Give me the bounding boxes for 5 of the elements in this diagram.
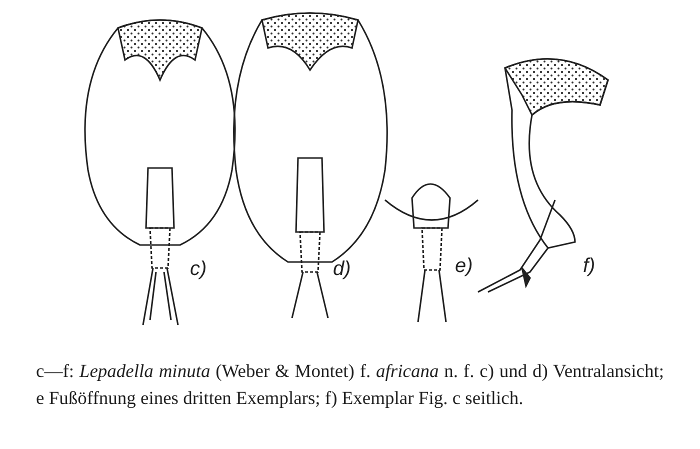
- panel-letter: e): [455, 255, 473, 278]
- figure-caption: c—f: Lepadella minuta (Weber & Montet) f. africana n. f. c) und d) Ventralansicht; e Fußöffnung eines dritten Exemplars; f) Exemplar Fig. c seitlich.: [36, 360, 664, 410]
- panel-letter: d): [333, 258, 351, 281]
- panel-letter: f): [583, 255, 596, 278]
- panel-letter: c): [190, 258, 207, 281]
